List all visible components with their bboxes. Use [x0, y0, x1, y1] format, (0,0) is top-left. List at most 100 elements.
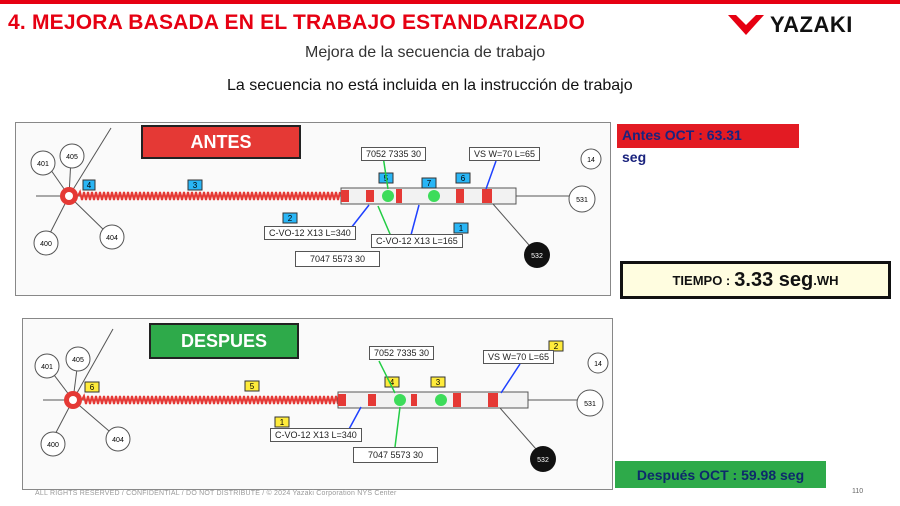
despues-wiring-svg: 401 405 400 404 14 531 532 6 5 4 3 2 1 — [34, 328, 609, 472]
node-405-label: 405 — [66, 154, 78, 161]
spoke-top — [72, 328, 114, 401]
despues-label: DESPUES — [149, 323, 299, 359]
node-532 — [524, 242, 550, 268]
node-404 — [99, 224, 125, 250]
connector-a — [341, 190, 349, 202]
clip-green-1 — [382, 190, 394, 202]
yazaki-logo: YAZAKI — [728, 12, 853, 38]
antes-vs-box: VS W=70 L=65 — [469, 147, 541, 161]
connector-d — [456, 189, 464, 203]
svg-text:6: 6 — [90, 383, 95, 392]
arrow-blue-1 — [347, 406, 362, 432]
logo-text: YAZAKI — [770, 12, 853, 37]
step-tag-1 — [274, 416, 290, 428]
arrow-green-top — [382, 155, 389, 190]
step-tag-6 — [84, 381, 100, 393]
node-401-label: 401 — [37, 161, 49, 168]
arrow-green-top — [378, 360, 396, 394]
arrow-blue-1 — [350, 204, 370, 229]
clip-green-1 — [394, 394, 406, 406]
step-tag-1 — [453, 222, 469, 234]
svg-text:4: 4 — [390, 378, 395, 387]
node-400 — [33, 230, 59, 256]
node-401 — [30, 150, 56, 176]
despues-cvo-long-box: C-VO-12 X13 L=340 — [270, 428, 362, 442]
step-tag-5 — [244, 380, 260, 392]
node-404-label: 404 — [106, 235, 118, 242]
tiempo-unit: .WH — [813, 272, 839, 288]
spoke-top — [68, 127, 112, 197]
node-14-label: 14 — [594, 361, 602, 368]
tiempo-value: 3.33 seg — [734, 268, 814, 291]
arrow-blue-2 — [410, 204, 420, 236]
despues-top-part-box: 7052 7335 30 — [369, 346, 435, 360]
connector-b — [366, 190, 374, 202]
tiempo-label: TIEMPO : — [672, 272, 731, 288]
antes-bottom-part-box: 7047 5573 30 — [295, 251, 381, 267]
spoke-532 — [485, 195, 537, 254]
step-tag-2 — [282, 212, 298, 224]
despues-vs-box: VS W=70 L=65 — [483, 350, 555, 364]
spoke-532 — [492, 399, 544, 458]
footer-confidential: ALL RIGHTS RESERVED / CONFIDENTIAL / DO … — [35, 490, 397, 497]
page-number: 110 — [852, 488, 864, 495]
antes-label: ANTES — [141, 125, 301, 159]
step-tag-6 — [455, 172, 471, 184]
svg-text:4: 4 — [87, 181, 92, 190]
yazaki-logo-icon — [728, 15, 764, 35]
step-tag-7 — [421, 177, 437, 189]
svg-text:3: 3 — [193, 181, 198, 190]
connector-c — [396, 189, 402, 203]
step-tag-3 — [430, 376, 446, 388]
coil-wire — [77, 189, 341, 201]
antes-oct-label: Antes OCT : 63.31 — [622, 127, 742, 143]
node-531 — [568, 185, 596, 213]
slide-subtitle: Mejora de la secuencia de trabajo — [305, 44, 546, 61]
antes-diagram: 401 405 400 404 14 531 532 4 3 5 7 6 2 — [15, 122, 611, 296]
step-tag-2 — [548, 340, 564, 352]
step-tags: 6 5 4 3 2 1 — [84, 340, 564, 428]
svg-text:2: 2 — [554, 342, 559, 351]
tiempo-summary-box: TIEMPO : 3.33 seg .WH — [620, 261, 891, 299]
top-accent-bar — [0, 0, 900, 4]
despues-oct-box: Después OCT : 59.98 seg — [615, 461, 826, 488]
svg-text:7: 7 — [427, 179, 432, 188]
despues-diagram: 401 405 400 404 14 531 532 6 5 4 3 2 1 — [22, 318, 613, 490]
arrow-blue-3 — [485, 160, 497, 190]
node-531-label: 531 — [576, 197, 588, 204]
clip-green-2 — [428, 190, 440, 202]
node-14-label: 14 — [587, 157, 595, 164]
clip-green-2 — [435, 394, 447, 406]
connector-a — [338, 394, 346, 406]
assembly-block — [337, 391, 529, 409]
svg-text:6: 6 — [461, 174, 466, 183]
node-401 — [34, 353, 60, 379]
connector-b — [368, 394, 376, 406]
antes-wiring-svg: 401 405 400 404 14 531 532 4 3 5 7 6 2 — [30, 127, 602, 268]
step-tag-3 — [187, 179, 203, 191]
despues-bottom-part-box: 7047 5573 30 — [353, 447, 439, 463]
arrow-green-bottom — [394, 406, 401, 448]
antes-cvo-long-box: C-VO-12 X13 L=340 — [264, 226, 356, 240]
coil-wire — [81, 393, 339, 405]
antes-top-part-box: 7052 7335 30 — [361, 147, 427, 161]
node-400 — [40, 431, 66, 457]
antes-oct-highlight — [617, 124, 799, 148]
svg-text:1: 1 — [280, 418, 285, 427]
spoke-404 — [68, 195, 110, 236]
svg-text:5: 5 — [250, 382, 255, 391]
connector-e — [482, 189, 492, 203]
svg-text:3: 3 — [436, 378, 441, 387]
node-401-label: 401 — [41, 364, 53, 371]
node-404 — [105, 426, 131, 452]
connector-c — [411, 394, 417, 406]
page-title: 4. MEJORA BASADA EN EL TRABAJO ESTANDARI… — [8, 11, 586, 34]
arrow-blue-2 — [500, 363, 521, 394]
node-531-label: 531 — [584, 401, 596, 408]
node-14 — [580, 148, 602, 170]
node-532 — [530, 446, 556, 472]
step-tag-4 — [82, 179, 96, 191]
node-400-label: 400 — [47, 442, 59, 449]
node-531 — [576, 389, 604, 417]
slide-note: La secuencia no está incluida en la inst… — [227, 77, 633, 94]
